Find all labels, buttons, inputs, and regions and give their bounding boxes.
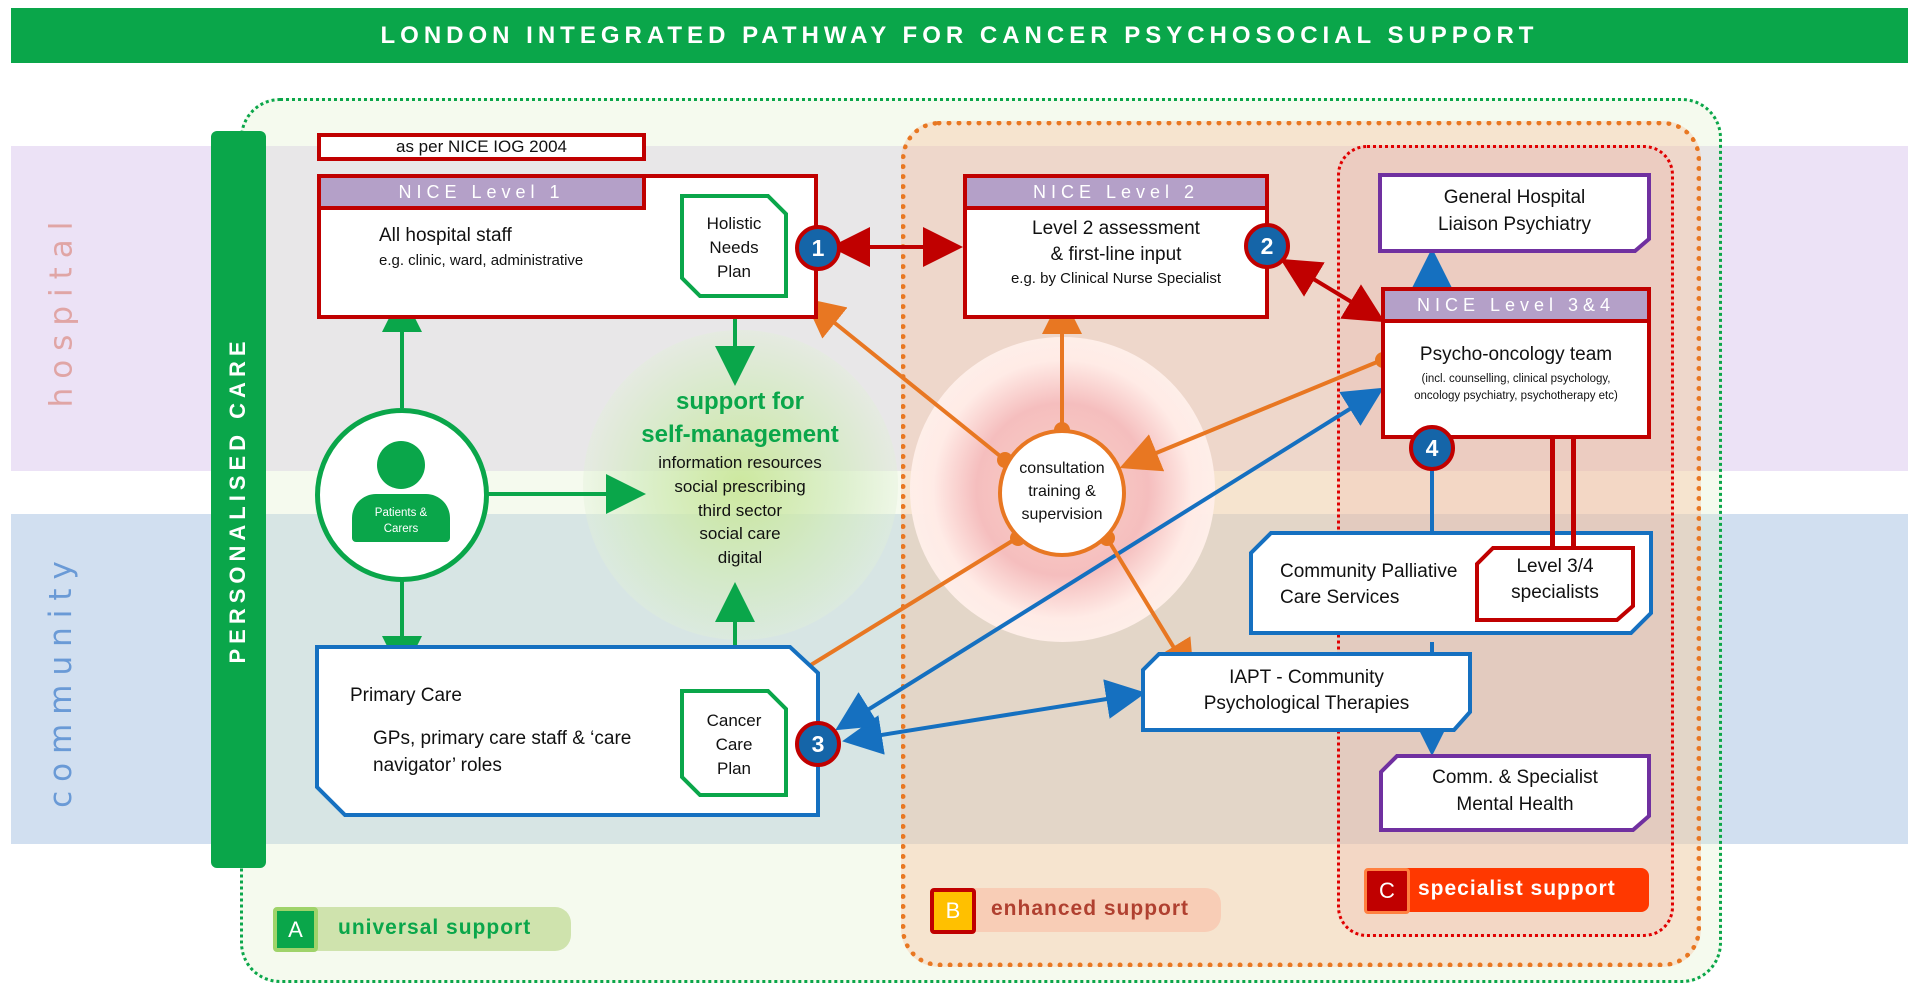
cancer-plan-line2: Care <box>715 735 753 754</box>
legend-enhanced <box>930 888 1221 932</box>
badge-4: 4 <box>1409 425 1455 471</box>
level2-header: NICE Level 2 <box>963 174 1269 210</box>
mental-health-line2: Mental Health <box>1456 794 1574 815</box>
badge-1: 1 <box>795 225 841 271</box>
self-management-item-2: social prescribing <box>674 477 806 496</box>
legend-universal <box>273 907 571 951</box>
legend-universal-label: universal support <box>338 916 532 939</box>
self-management-line1: support for <box>676 388 804 415</box>
legend-specialist-label: specialist support <box>1418 877 1616 900</box>
mental-health-shape <box>1379 754 1651 832</box>
palliative-line1: Community Palliative <box>1280 561 1458 582</box>
primary-care-title: Primary Care <box>350 685 462 706</box>
primary-care-line2: navigator’ roles <box>373 755 502 776</box>
person-body-icon <box>352 494 450 542</box>
liaison-shape <box>1378 173 1651 253</box>
self-management-item-5: digital <box>717 548 763 567</box>
level34-header: NICE Level 3&4 <box>1381 287 1651 323</box>
specialists-line1: Level 3/4 <box>1516 556 1594 577</box>
legend-enhanced-letter: B <box>930 888 976 934</box>
level34-bracket-right <box>1571 436 1576 549</box>
iapt-shape <box>1141 652 1472 732</box>
self-management-item-4: social care <box>699 524 781 543</box>
legend-specialist-letter: C <box>1364 868 1410 914</box>
self-management-line2: self-management <box>641 421 839 448</box>
primary-care-line1: GPs, primary care staff & ‘care <box>373 728 632 749</box>
level2-sub: e.g. by Clinical Nurse Specialist <box>1010 270 1222 287</box>
legend-universal-letter: A <box>273 907 318 952</box>
consultation-line3: supervision <box>1021 506 1103 523</box>
level34-sub2: oncology psychiatry, psychotherapy etc) <box>1414 390 1618 402</box>
level1-header: NICE Level 1 <box>317 174 646 210</box>
consultation-circle <box>998 429 1126 557</box>
self-management-item-1: information resources <box>658 453 822 472</box>
legend-enhanced-label: enhanced support <box>991 897 1190 920</box>
consultation-line1: consultation <box>1019 460 1105 477</box>
iapt-line1: IAPT - Community <box>1229 667 1384 688</box>
legend-specialist <box>1364 868 1649 912</box>
personalised-care-bar <box>211 131 266 868</box>
liaison-line2: Liaison Psychiatry <box>1437 214 1592 235</box>
badge-2: 2 <box>1244 223 1290 269</box>
person-head-icon <box>377 441 425 489</box>
patients-line2: Carers <box>383 523 419 535</box>
level2-line1: Level 2 assessment <box>1032 218 1200 239</box>
cancer-plan-shape <box>680 689 788 797</box>
self-management-item-3: third sector <box>697 501 783 520</box>
level34-bracket-left <box>1550 436 1555 549</box>
page-title: LONDON INTEGRATED PATHWAY FOR CANCER PSY… <box>11 8 1908 63</box>
badge-3: 3 <box>795 721 841 767</box>
holistic-plan-shape <box>680 194 788 298</box>
mental-health-line1: Comm. & Specialist <box>1432 767 1598 788</box>
holistic-plan-line1: Holistic <box>706 214 762 233</box>
consultation-line2: training & <box>1028 483 1096 500</box>
level1-title: All hospital staff <box>379 225 512 246</box>
level2-line2: & first-line input <box>1050 244 1182 265</box>
specialists-line2: specialists <box>1511 582 1599 603</box>
patients-line1: Patients & <box>374 507 428 519</box>
level34-title: Psycho-oncology team <box>1419 344 1613 365</box>
level34-sub1: (incl. counselling, clinical psychology, <box>1421 373 1611 385</box>
specialists-shape <box>1475 546 1635 622</box>
palliative-line2: Care Services <box>1280 587 1400 608</box>
cancer-plan-line3: Plan <box>716 759 752 778</box>
nice-note: as per NICE IOG 2004 <box>317 133 646 161</box>
iapt-line2: Psychological Therapies <box>1203 693 1410 714</box>
holistic-plan-line3: Plan <box>716 262 752 281</box>
cancer-plan-line1: Cancer <box>706 711 762 730</box>
level1-sub: e.g. clinic, ward, administrative <box>379 252 584 269</box>
holistic-plan-line2: Needs <box>709 238 759 257</box>
liaison-line1: General Hospital <box>1443 187 1586 208</box>
